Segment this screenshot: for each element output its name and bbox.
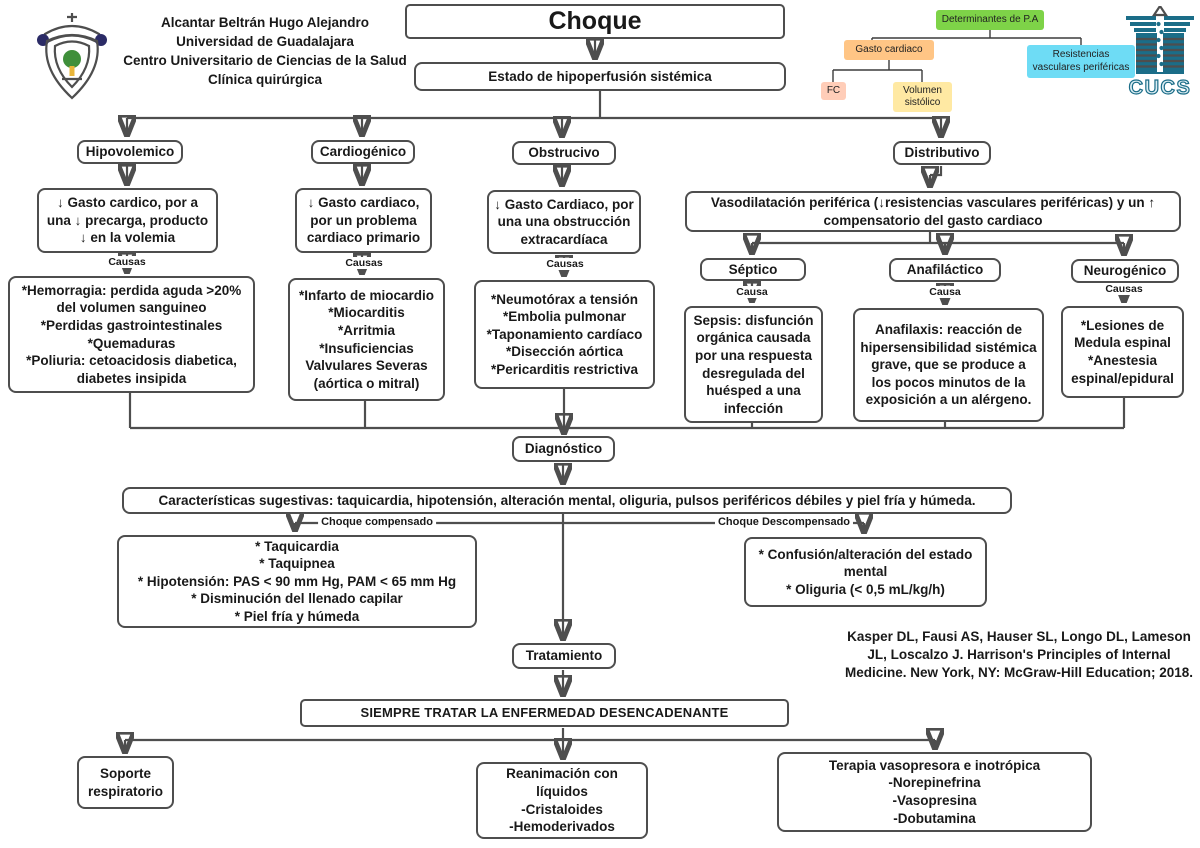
box-reanimacion-liquidos: Reanimación con líquidos -Cristaloides -…	[476, 762, 648, 839]
pa-node-volumen: Volumen sistólico	[893, 82, 952, 112]
node-hipovolemico: Hipovolemico	[77, 140, 183, 164]
desc-hipovolemico: ↓ Gasto cardico, por a una ↓ precarga, p…	[37, 188, 218, 253]
label-choque-compensado: Choque compensado	[318, 516, 436, 528]
causes-label-neurogenico: Causas	[1102, 283, 1146, 295]
pa-node-fc: FC	[821, 82, 846, 100]
node-estado-hipoperfusion: Estado de hipoperfusión sistémica	[414, 62, 786, 91]
causes-label-septico: Causa	[733, 286, 771, 298]
node-tratamiento: Tratamiento	[512, 643, 616, 669]
box-choque-descompensado: * Confusión/alteración del estado mental…	[744, 537, 987, 607]
desc-obstrucivo: ↓ Gasto Cardiaco, por una una obstrucció…	[487, 190, 641, 254]
pa-node-determinantes: Determinantes de P.A	[936, 10, 1044, 30]
cucs-label: CUCS	[1129, 77, 1192, 98]
causes-cardiogenico: *Infarto de miocardio *Miocarditis *Arri…	[288, 278, 445, 401]
pa-diagram-connectors	[832, 30, 1082, 82]
desc-cardiogenico: ↓ Gasto cardiaco, por un problema cardia…	[295, 188, 432, 253]
node-obstrucivo: Obstrucivo	[512, 141, 616, 165]
label-choque-descompensado: Choque Descompensado	[714, 516, 854, 528]
causes-label-anafilactico: Causa	[926, 286, 964, 298]
reference-citation: Kasper DL, Fausi AS, Hauser SL, Longo DL…	[844, 629, 1194, 681]
node-distributivo: Distributivo	[893, 141, 991, 165]
pa-node-gasto-cardiaco: Gasto cardiaco	[844, 40, 934, 60]
pa-node-resistencias: Resistencias vasculares periféricas	[1027, 45, 1135, 78]
page-title: Choque	[405, 4, 785, 39]
box-soporte-respiratorio: Soporte respiratorio	[77, 756, 174, 809]
node-cardiogenico: Cardiogénico	[311, 140, 415, 164]
causes-hipovolemico: *Hemorragia: perdida aguda >20% del volu…	[8, 276, 255, 393]
box-choque-compensado: * Taquicardia * Taquipnea * Hipotensión:…	[117, 535, 477, 628]
udg-logo	[37, 13, 107, 100]
node-siempre-tratar: SIEMPRE TRATAR LA ENFERMEDAD DESENCADENA…	[300, 699, 789, 727]
box-terapia-vasopresora: Terapia vasopresora e inotrópica -Norepi…	[777, 752, 1092, 832]
caduceus-icon	[1126, 6, 1194, 74]
causes-septico: Sepsis: disfunción orgánica causada por …	[684, 306, 823, 423]
causes-label-hipovolemico: Causas	[105, 256, 149, 268]
cucs-logo: CUCS	[1126, 6, 1194, 98]
node-septico: Séptico	[700, 258, 806, 281]
causes-label-cardiogenico: Causas	[342, 257, 386, 269]
causes-anafilactico: Anafilaxis: reacción de hipersensibilida…	[853, 308, 1044, 422]
node-caracteristicas: Características sugestivas: taquicardia,…	[122, 487, 1012, 514]
node-diagnostico: Diagnóstico	[512, 436, 615, 462]
node-neurogenico: Neurogénico	[1071, 259, 1179, 283]
tree-icon	[63, 50, 81, 68]
desc-distributivo: Vasodilatación periférica (↓resistencias…	[685, 191, 1181, 232]
causes-obstrucivo: *Neumotórax a tensión *Embolia pulmonar …	[474, 280, 655, 389]
node-anafilactico: Anafiláctico	[889, 258, 1001, 282]
causes-label-obstrucivo: Causas	[543, 258, 587, 270]
causes-neurogenico: *Lesiones de Medula espinal *Anestesia e…	[1061, 306, 1184, 398]
author-institution-block: Alcantar Beltrán Hugo Alejandro Universi…	[123, 15, 407, 87]
